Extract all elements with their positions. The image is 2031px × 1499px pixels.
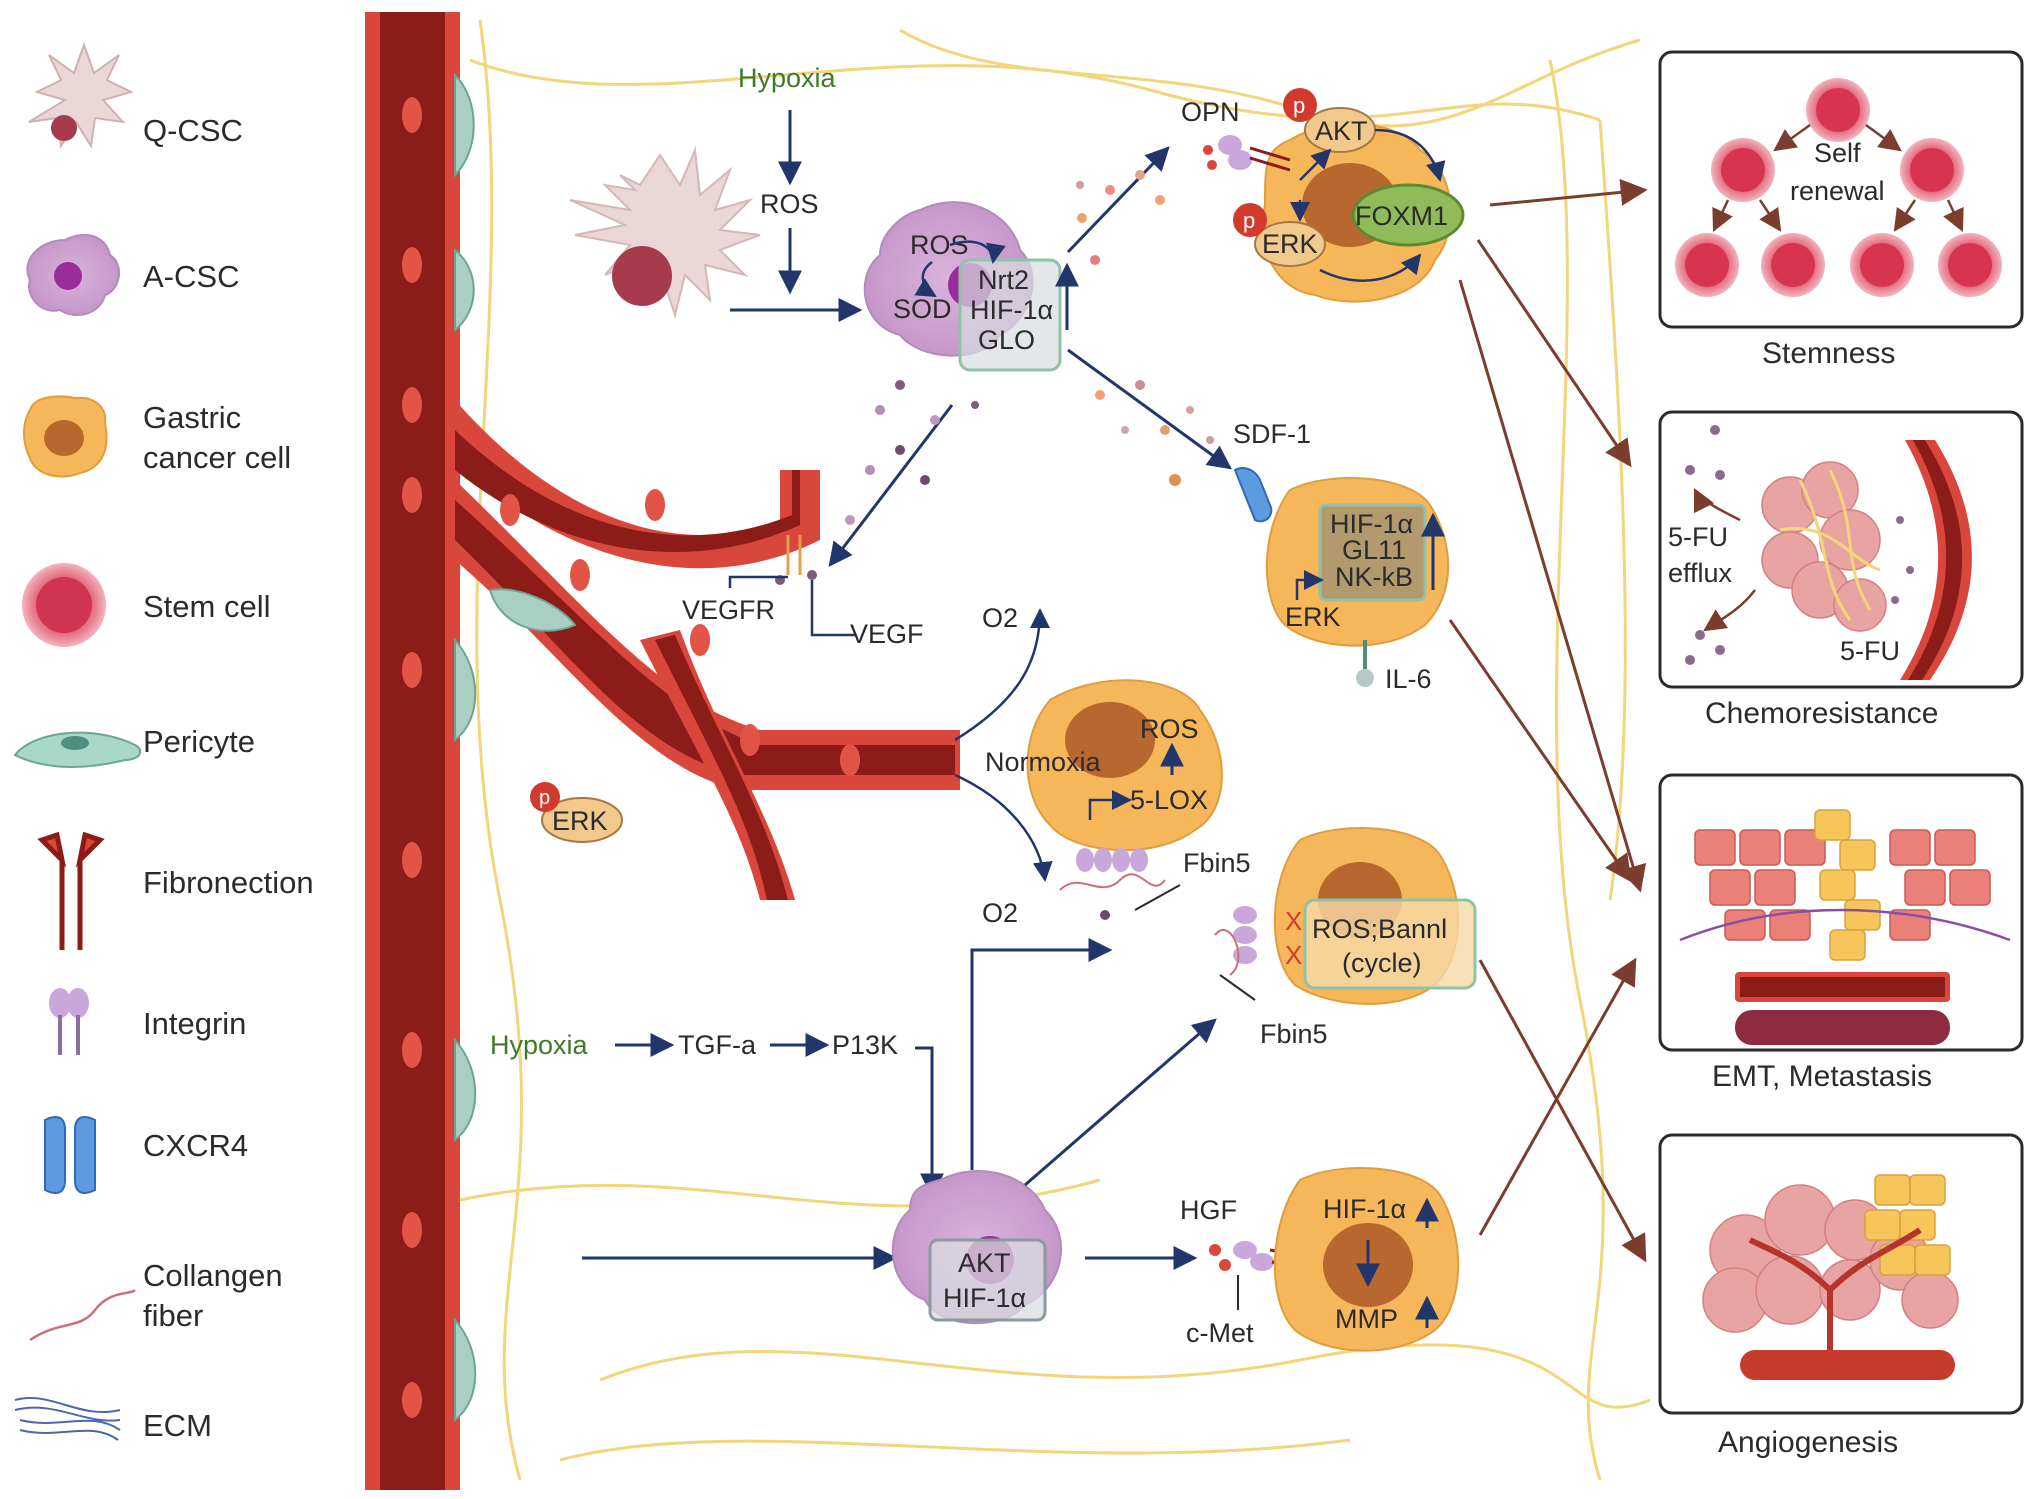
normoxia-label: Normoxia [985, 747, 1102, 777]
q-csc-icon [28, 42, 134, 149]
ecm-icon [14, 1397, 121, 1441]
p13k-label: P13K [832, 1030, 898, 1060]
renewal-label: renewal [1790, 176, 1885, 206]
fibronection-icon [37, 831, 105, 950]
hypoxia-bottom-label: Hypoxia [490, 1030, 589, 1060]
fbin5-a-label: Fbin5 [1183, 848, 1251, 878]
outcome-arrows [1448, 178, 1648, 1263]
cancer-cell-normoxia [1026, 679, 1223, 852]
chemoresistance-label: Chemoresistance [1705, 697, 1938, 730]
legend-label-pericyte: Pericyte [143, 724, 255, 759]
hypoxia-top-label: Hypoxia [738, 63, 837, 93]
collagen-fiber-icon [29, 1288, 136, 1342]
lox5-label: 5-LOX [1130, 785, 1208, 815]
hif1a-right-label: HIF-1α [1323, 1194, 1406, 1224]
cmet-label: c-Met [1186, 1318, 1254, 1348]
self-label: Self [1814, 138, 1861, 168]
gl11-label: GL11 [1342, 535, 1406, 565]
sod-label: SOD [893, 294, 952, 324]
erk-mid-label: ERK [1285, 602, 1341, 632]
ros-top-label: ROS [760, 189, 819, 219]
legend-label-ecm: ECM [143, 1408, 212, 1443]
legend-label-collagen-1: Collangen [143, 1258, 283, 1293]
integrin-cluster-normoxia [1059, 848, 1166, 920]
mmp-label: MMP [1335, 1304, 1398, 1334]
fu-label: 5-FU [1840, 636, 1900, 666]
nrt2-label: Nrt2 [978, 265, 1029, 295]
il6-label: IL-6 [1385, 664, 1432, 694]
cycle-label: (cycle) [1342, 948, 1422, 978]
blood-vessel [365, 12, 960, 1490]
hif1a-bottom-label: HIF-1α [943, 1283, 1026, 1313]
hif1a-mid-label: HIF-1α [1330, 509, 1413, 539]
legend-label-stem-cell: Stem cell [143, 589, 270, 624]
sdf1-label: SDF-1 [1233, 419, 1311, 449]
erk-free-label: ERK [552, 806, 608, 836]
fbin5-b-label: Fbin5 [1260, 1019, 1328, 1049]
p-badge-erk: p [1243, 208, 1255, 233]
a-csc-cell-top [863, 201, 1062, 372]
legend-label-gastric-2: cancer cell [143, 440, 291, 475]
tgfa-label: TGF-a [678, 1030, 757, 1060]
cancer-cell-hif [1265, 477, 1450, 647]
legend: Q-CSC A-CSC Gastric cancer cell Stem cel… [13, 42, 314, 1443]
a-csc-icon [26, 234, 120, 316]
erk-top-label: ERK [1262, 229, 1318, 259]
stemness-label: Stemness [1762, 337, 1895, 370]
legend-label-fibronection: Fibronection [143, 865, 314, 900]
stem-cell-icon [22, 563, 106, 647]
p-badge-akt: p [1293, 93, 1305, 118]
legend-label-integrin: Integrin [143, 1006, 246, 1041]
emt-label: EMT, Metastasis [1712, 1060, 1932, 1093]
hgf-label: HGF [1180, 1195, 1237, 1225]
pericyte-icon [13, 731, 142, 768]
opn-receptor [1203, 135, 1291, 172]
cxcr4-icon [44, 1116, 96, 1194]
akt-top-label: AKT [1315, 116, 1368, 146]
o2-top-label: O2 [982, 603, 1018, 633]
legend-label-a-csc: A-CSC [143, 259, 239, 294]
cxcr4-receptor [1233, 467, 1273, 523]
panel-angiogenesis [1658, 1133, 2024, 1415]
vegf-label: VEGF [850, 619, 924, 649]
ros-acsc-label: ROS [910, 230, 969, 260]
erk-phospho [530, 782, 623, 843]
legend-label-q-csc: Q-CSC [143, 113, 243, 148]
panel-chemoresistance [1658, 410, 2024, 689]
cancer-cell-bannl [1214, 827, 1477, 1005]
o2-bottom-label: O2 [982, 898, 1018, 928]
legend-label-collagen-2: fiber [143, 1298, 203, 1333]
vegfr-label: VEGFR [682, 595, 775, 625]
integrin-icon [49, 988, 89, 1055]
legend-label-cxcr4: CXCR4 [143, 1128, 248, 1163]
a-csc-cell-bottom [891, 1170, 1062, 1325]
ros-bannl-label: ROS;Bannl [1312, 914, 1447, 944]
q-csc-cell [569, 146, 761, 319]
hif1a-acsc-label: HIF-1α [970, 295, 1053, 325]
ros-norm-label: ROS [1140, 714, 1199, 744]
secreted-factors [845, 170, 1214, 525]
angiogenesis-label: Angiogenesis [1718, 1426, 1898, 1459]
opn-label: OPN [1181, 97, 1240, 127]
block-mark-2: X [1285, 940, 1302, 970]
panel-stemness [1658, 50, 2024, 329]
legend-label-gastric-1: Gastric [143, 400, 241, 435]
foxm1-label: FOXM1 [1355, 201, 1448, 231]
fu-efflux-b-label: efflux [1668, 558, 1733, 588]
gastric-cancer-cell-icon [23, 395, 108, 478]
glo-label: GLO [978, 325, 1035, 355]
akt-bottom-label: AKT [958, 1248, 1011, 1278]
fu-efflux-a-label: 5-FU [1668, 522, 1728, 552]
nkkb-label: NK-kB [1335, 562, 1413, 592]
p-badge-erk-free: p [539, 787, 550, 809]
panel-emt-metastasis [1658, 773, 2024, 1052]
block-mark-1: X [1285, 906, 1302, 936]
